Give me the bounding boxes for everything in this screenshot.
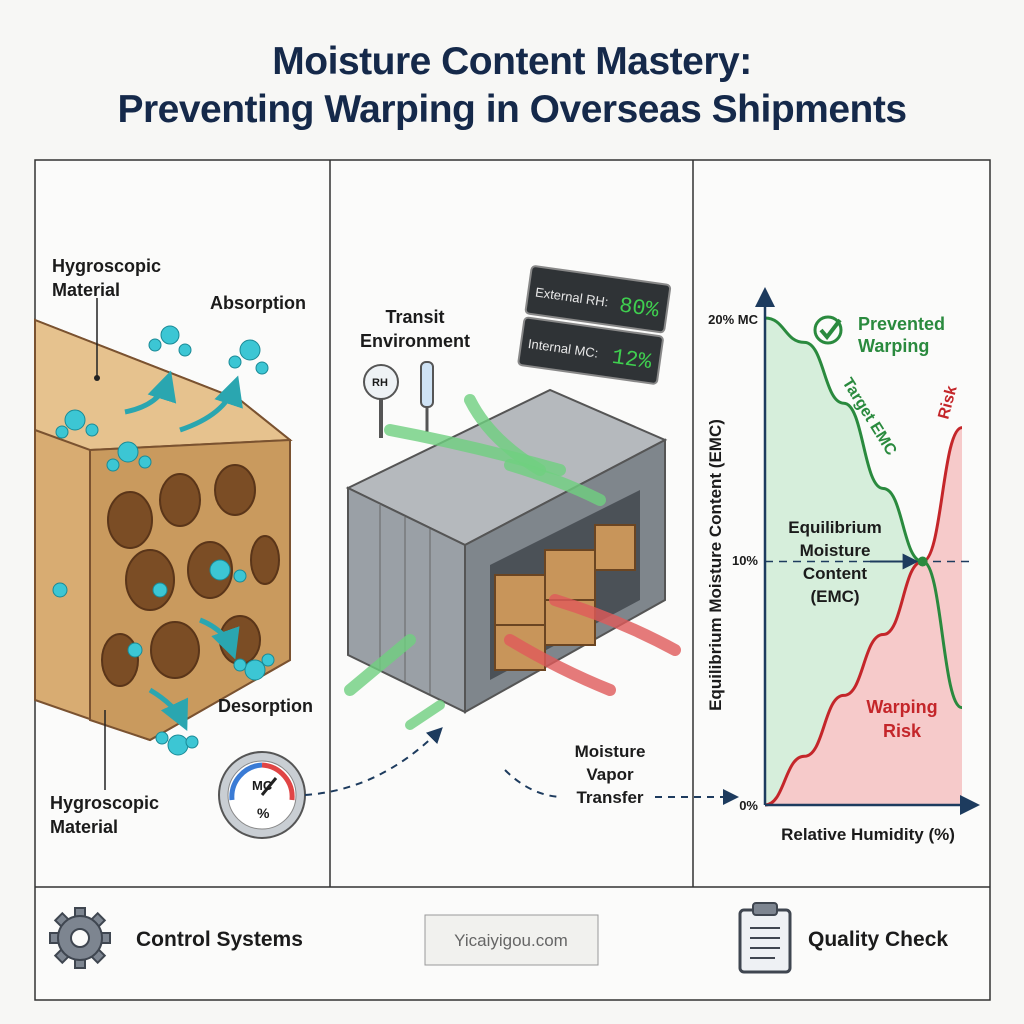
emc-chart [755,287,980,815]
desorption-label: Desorption [218,696,313,716]
absorption-label: Absorption [210,293,306,313]
y-tick-0: 0% [739,798,758,813]
watermark-text: Yicaiyigou.com [454,931,568,950]
internal-mc-value: 12% [610,345,653,375]
moisture-gauge-icon: MC % [218,751,306,839]
clipboard-icon [738,902,792,974]
emc-intersection-point [917,556,928,567]
risk-line [764,426,963,807]
thermometer-icon [420,361,434,432]
airflow-arrows [344,394,681,730]
svg-text:MC: MC [252,778,273,793]
external-rh-value: 80% [617,293,660,323]
control-systems-label: Control Systems [136,928,303,951]
title-line-1: Moisture Content Mastery: [272,40,752,83]
water-molecules [52,325,275,756]
rh-meter-icon: RH [363,364,399,438]
gear-icon [49,907,111,969]
x-axis-label: Relative Humidity (%) [781,825,955,844]
check-icon [813,315,843,345]
target-emc-line [764,316,963,710]
y-tick-10: 10% [732,553,758,568]
y-tick-20: 20% MC [708,312,758,327]
svg-text:%: % [257,805,270,821]
watermark-box [424,914,599,966]
flow-arrows [124,370,243,732]
y-axis-label: Equilibrium Moisture Content (EMC) [706,419,725,711]
title-line-2: Preventing Warping in Overseas Shipments [117,88,907,131]
svg-text:RH: RH [372,377,388,389]
sensor-display: External RH: 80% Internal MC: 12% [517,265,672,385]
page-title: Moisture Content Mastery: Preventing War… [0,38,1024,134]
dashed-connector [504,769,561,798]
transfer-arrow [304,727,443,796]
risk-zone-fill [765,427,962,805]
quality-check-label: Quality Check [808,928,948,951]
